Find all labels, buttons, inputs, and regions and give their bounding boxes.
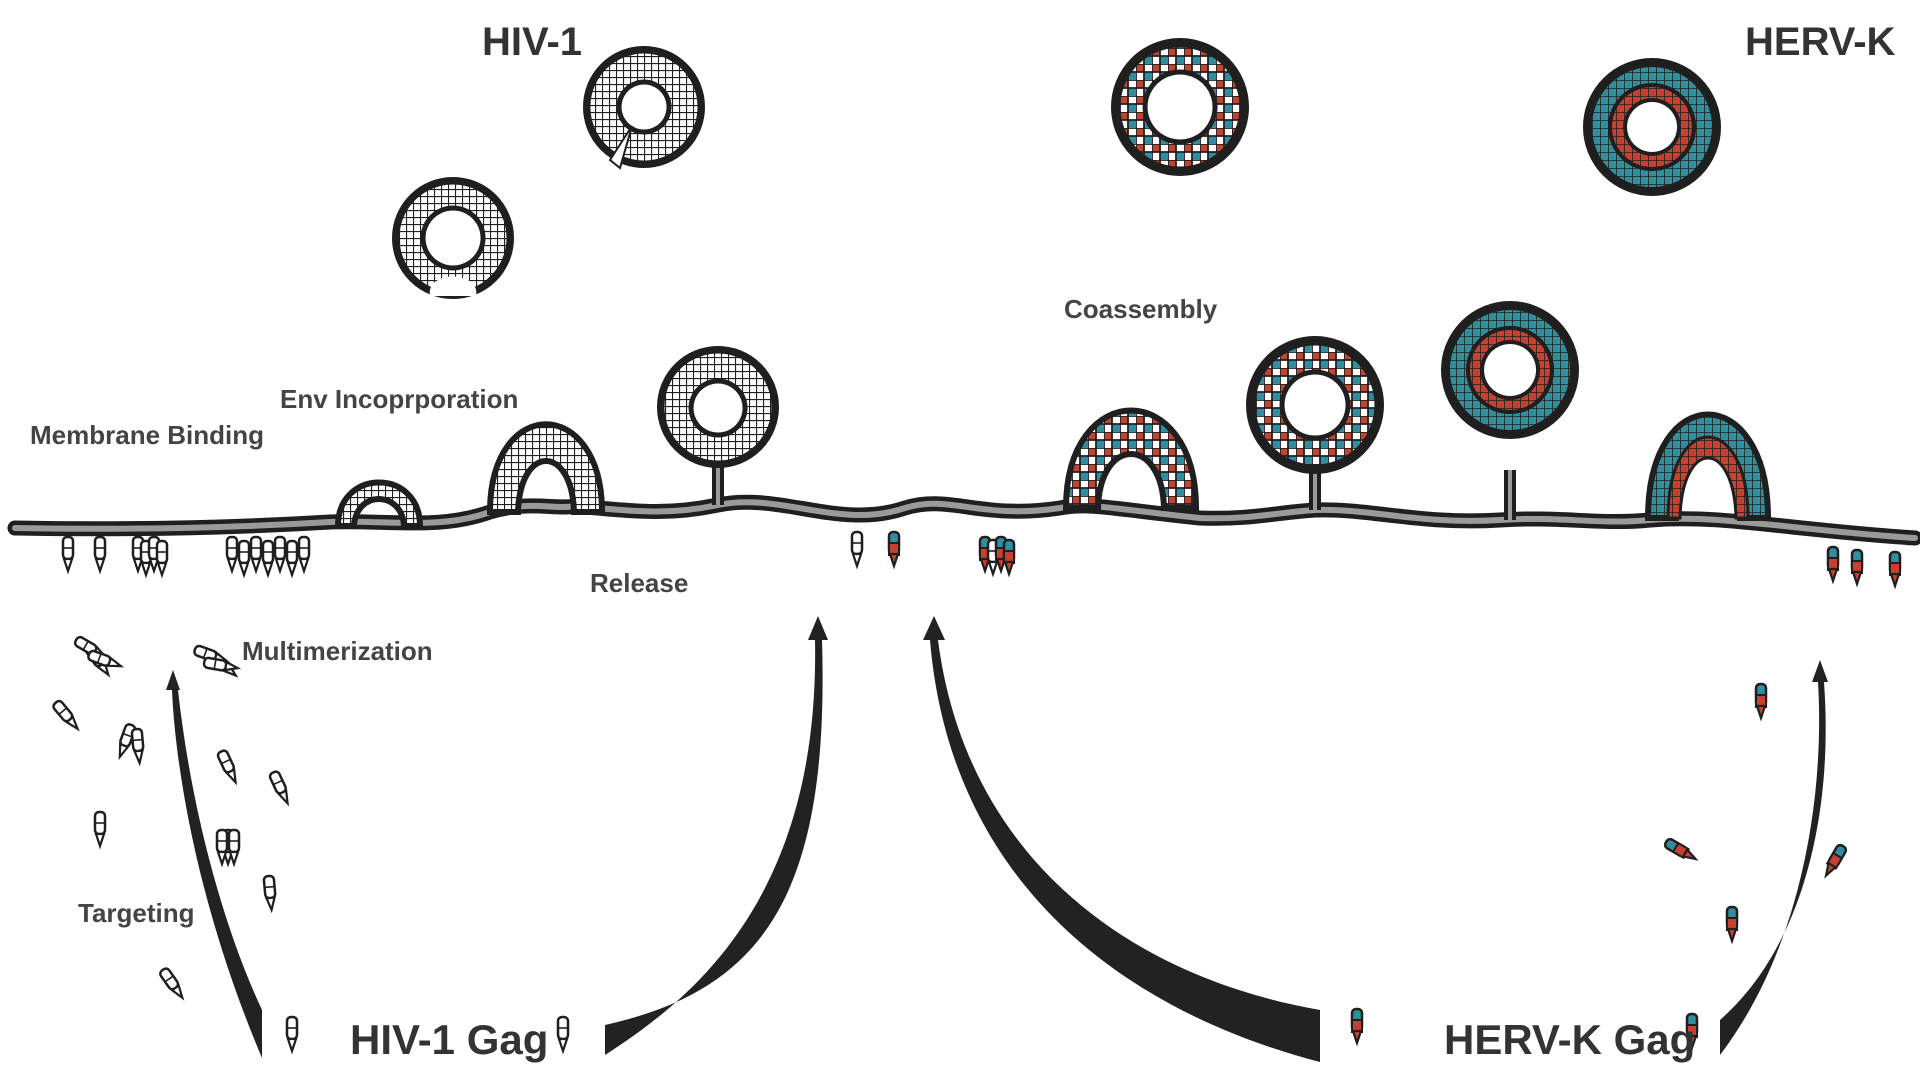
coassembly-label: Coassembly [1064,294,1218,324]
arrow-release-left [605,616,828,1055]
targeting-label: Targeting [78,898,195,928]
multimerization-label: Multimerization [242,636,433,666]
hiv-gag-label: HIV-1 Gag [350,1016,549,1063]
hiv-bud-small [334,479,424,529]
hiv-bud-stalk [657,346,779,505]
arrow-targeting [166,670,262,1058]
release-label: Release [590,568,689,598]
herv-bud-pure-stalk [1441,301,1579,520]
membrane-bound-gag-herv [887,530,1902,588]
arrow-herv-targeting [1720,660,1828,1055]
arrows [166,616,1828,1062]
hiv-title: HIV-1 [482,20,583,64]
herv-virion-released [1583,58,1721,196]
env-incorporation-label: Env Incoprporation [280,384,519,414]
herv-bud-mixed-half [1062,407,1200,511]
cytoplasmic-gag-hiv [50,642,570,1053]
hiv-virion-released-top [583,46,705,170]
cytoplasmic-gag-herv [1350,682,1849,1050]
plasma-membrane-core [12,499,1918,541]
membrane-binding-label: Membrane Binding [30,420,265,450]
herv-virion-mixed-released [1111,38,1249,176]
membrane-bound-gag-hiv [61,530,864,577]
herv-title: HERV-K [1745,20,1896,64]
hiv-virion-released-left [392,177,514,299]
hiv-bud-half [486,421,606,515]
arrow-coassembly [923,616,1320,1062]
herv-gag-label: HERV-K Gag [1444,1016,1696,1063]
herv-bud-pure-half [1644,411,1772,521]
herv-bud-mixed-stalk [1246,336,1384,510]
